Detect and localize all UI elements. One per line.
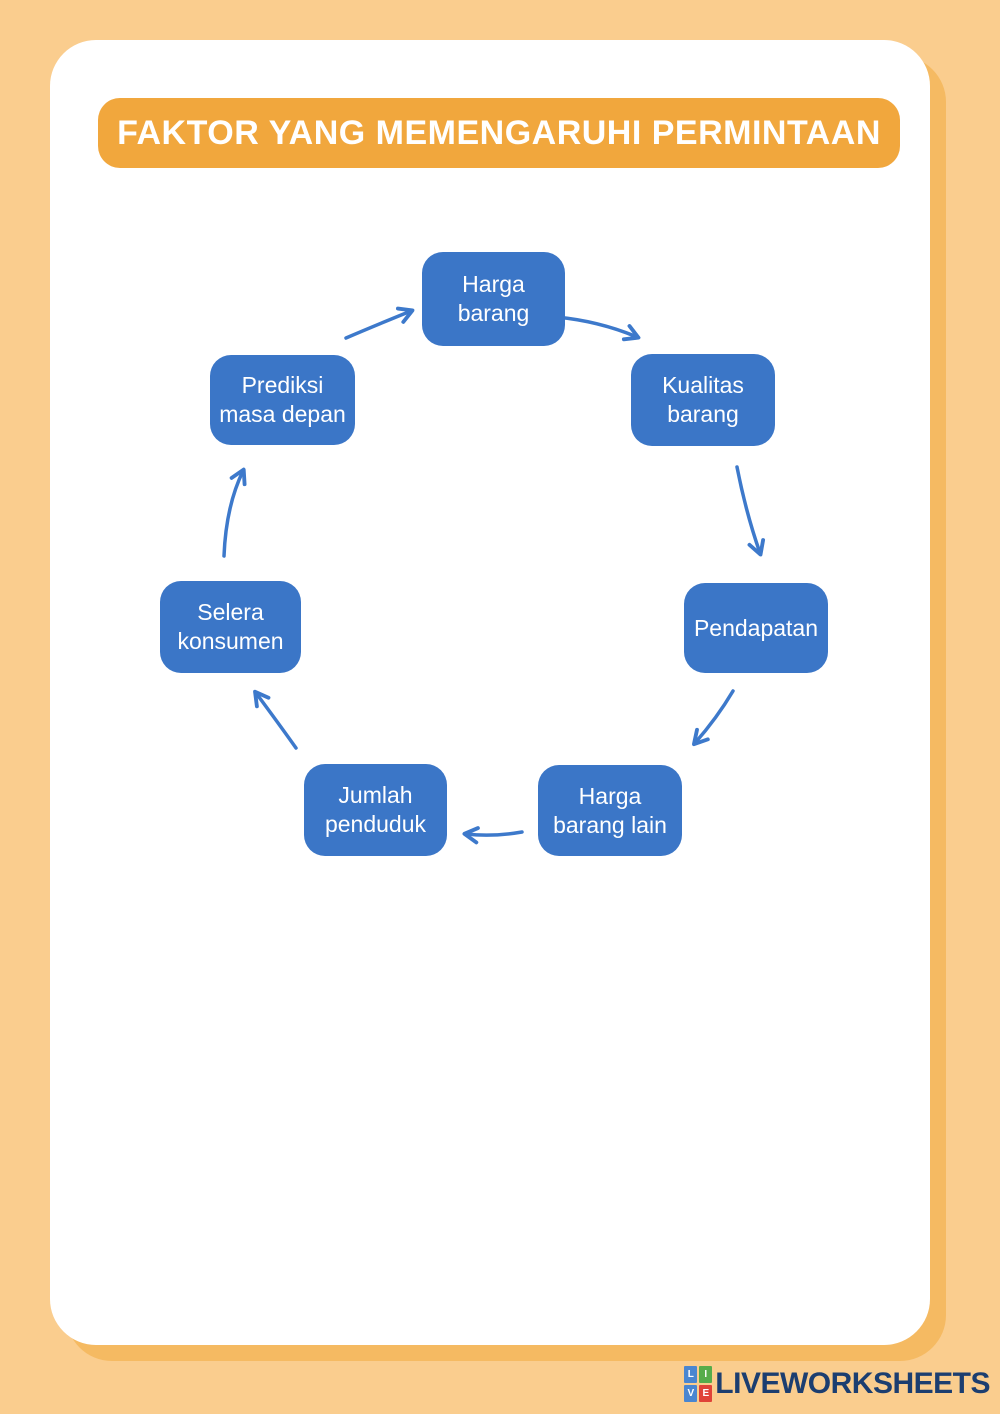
liveworksheets-logo: L I V E LIVEWORKSHEETS bbox=[684, 1366, 990, 1402]
node-label-line: Jumlah bbox=[338, 782, 413, 808]
node-pendapatan: Pendapatan bbox=[684, 583, 828, 673]
liveworksheets-logo-icon: L I V E bbox=[684, 1366, 713, 1402]
arrow-jumlah-to-selera bbox=[253, 689, 298, 750]
node-label-line: Pendapatan bbox=[693, 614, 819, 641]
logo-letter: L bbox=[684, 1366, 698, 1383]
node-label-line: Kualitas bbox=[662, 372, 744, 398]
liveworksheets-wordmark: LIVEWORKSHEETS bbox=[715, 1367, 990, 1400]
node-label-line: konsumen bbox=[177, 628, 284, 654]
node-label-line: Selera bbox=[197, 599, 264, 625]
page-title: FAKTOR YANG MEMENGARUHI PERMINTAAN bbox=[117, 113, 881, 152]
arrow-prediksi-to-harga bbox=[344, 306, 415, 340]
node-prediksi-masa-depan: Prediksi masa depan bbox=[210, 355, 355, 445]
arrow-selera-to-prediksi bbox=[222, 467, 247, 558]
cycle-arrows bbox=[222, 306, 766, 845]
node-label-line: barang lain bbox=[553, 811, 667, 838]
logo-letter: V bbox=[684, 1385, 698, 1402]
node-label-line: Prediksi bbox=[241, 372, 324, 398]
logo-letter: E bbox=[699, 1385, 713, 1402]
node-label-line: barang bbox=[667, 401, 739, 427]
title-banner: FAKTOR YANG MEMENGARUHI PERMINTAAN bbox=[98, 98, 900, 168]
arrow-harga-lain-to-jumlah bbox=[462, 826, 524, 845]
node-jumlah-penduduk: Jumlah penduduk bbox=[304, 764, 447, 856]
worksheet-card: FAKTOR YANG MEMENGARUHI PERMINTAAN Harga… bbox=[50, 40, 930, 1345]
node-label-line: Harga bbox=[462, 271, 525, 297]
node-label-line: barang bbox=[457, 300, 530, 326]
node-harga-barang: Harga barang bbox=[422, 252, 565, 346]
node-kualitas-barang: Kualitas barang bbox=[631, 354, 775, 446]
node-label-line: Harga bbox=[578, 782, 642, 809]
node-selera-konsumen: Selera konsumen bbox=[160, 581, 301, 673]
logo-letter: I bbox=[699, 1366, 713, 1383]
arrow-pendapatan-to-harga-lain bbox=[692, 689, 735, 747]
node-label-line: masa depan bbox=[219, 401, 346, 427]
node-harga-barang-lain: Harga barang lain bbox=[538, 765, 682, 856]
node-label-line: penduduk bbox=[324, 811, 427, 837]
arrow-harga-to-kualitas bbox=[554, 315, 641, 342]
arrow-kualitas-to-pendapatan bbox=[735, 465, 766, 557]
